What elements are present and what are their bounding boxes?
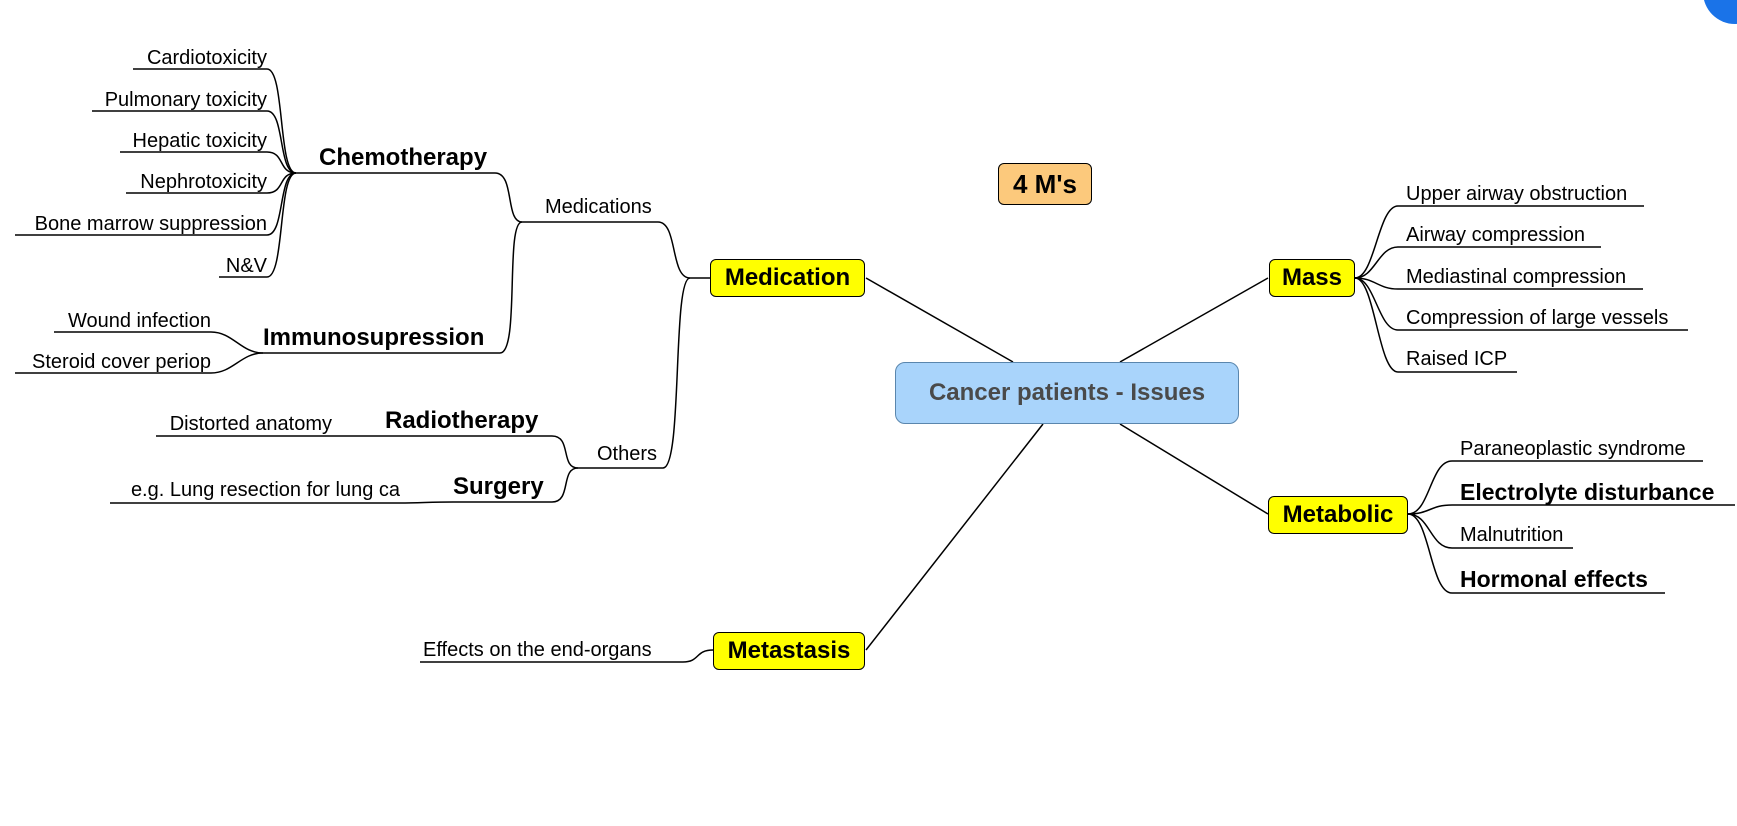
mass-item-airway-compression: Airway compression [1406, 224, 1585, 246]
metabolic-item-hormonal: Hormonal effects [1460, 566, 1648, 592]
connector-central-mass [1119, 277, 1269, 363]
connector-central-metastasis [865, 423, 1044, 651]
connector-central-medication [865, 277, 1014, 363]
chemo-item-pulmonary-toxicity: Pulmonary toxicity [104, 89, 267, 111]
connector-metabolic-item [1407, 513, 1453, 549]
connector-chemo-item [266, 172, 297, 278]
metabolic-item-paraneoplastic: Paraneoplastic syndrome [1460, 438, 1686, 460]
connector-medications-chemotherapy [296, 172, 545, 223]
metabolic-item-electrolyte: Electrolyte disturbance [1460, 479, 1715, 505]
connector-medication-medications [545, 221, 710, 279]
connector-metabolic-item [1407, 504, 1453, 515]
chemotherapy-label: Chemotherapy [319, 144, 488, 171]
branch-metabolic: Metabolic [1268, 496, 1408, 534]
surgery-item-lung-resection: e.g. Lung resection for lung ca [130, 479, 400, 501]
connector-metastasis-item [420, 649, 714, 663]
chemo-item-nv: N&V [225, 255, 267, 277]
chemo-item-cardiotoxicity: Cardiotoxicity [146, 47, 267, 69]
connector-medications-immunosupression [263, 221, 523, 354]
branch-mass: Mass [1269, 259, 1355, 297]
connector-mass-item [1354, 205, 1399, 279]
connector-chemo-item [266, 151, 297, 174]
connector-others-surgery [453, 467, 579, 503]
connector-medication-others [597, 277, 691, 469]
branch-medication: Medication [710, 259, 865, 297]
connector-others-radiotherapy [385, 435, 597, 469]
connector-chemo-item [266, 172, 297, 236]
mass-item-upper-airway: Upper airway obstruction [1406, 183, 1628, 205]
metabolic-item-malnutrition: Malnutrition [1460, 524, 1564, 546]
chemo-item-nephrotoxicity: Nephrotoxicity [140, 171, 267, 193]
radiotherapy-item-distorted-anatomy: Distorted anatomy [169, 413, 332, 435]
immuno-item-wound-infection: Wound infection [67, 310, 211, 332]
chemo-item-bone-marrow-suppression: Bone marrow suppression [34, 213, 267, 235]
medications-label: Medications [545, 196, 652, 218]
connector-central-metabolic [1119, 423, 1269, 515]
connector-chemo-item [266, 68, 297, 174]
immuno-item-steroid-cover: Steroid cover periop [32, 351, 211, 373]
connector-mass-item [1354, 246, 1399, 279]
connector-chemo-item [266, 110, 297, 174]
connector-surgery-item [110, 501, 454, 504]
radiotherapy-label: Radiotherapy [385, 407, 539, 434]
title-badge: 4 M's [998, 163, 1092, 205]
mass-item-raised-icp: Raised ICP [1406, 348, 1508, 370]
immunosupression-label: Immunosupression [263, 324, 485, 351]
connector-mass-item [1354, 277, 1399, 373]
connector-metabolic-item [1407, 460, 1453, 515]
surgery-label: Surgery [453, 473, 544, 500]
connector-immuno-item [210, 352, 264, 374]
metastasis-item-end-organs: Effects on the end-organs [423, 639, 652, 661]
chemo-item-hepatic-toxicity: Hepatic toxicity [132, 130, 268, 152]
connector-immuno-item [210, 331, 264, 354]
mass-item-large-vessels: Compression of large vessels [1406, 307, 1669, 329]
branch-metastasis: Metastasis [713, 632, 865, 670]
connector-metabolic-item [1407, 513, 1453, 594]
central-topic: Cancer patients - Issues [895, 362, 1239, 424]
mass-item-mediastinal: Mediastinal compression [1406, 266, 1627, 288]
others-label: Others [597, 443, 658, 465]
connector-mass-item [1354, 277, 1399, 331]
